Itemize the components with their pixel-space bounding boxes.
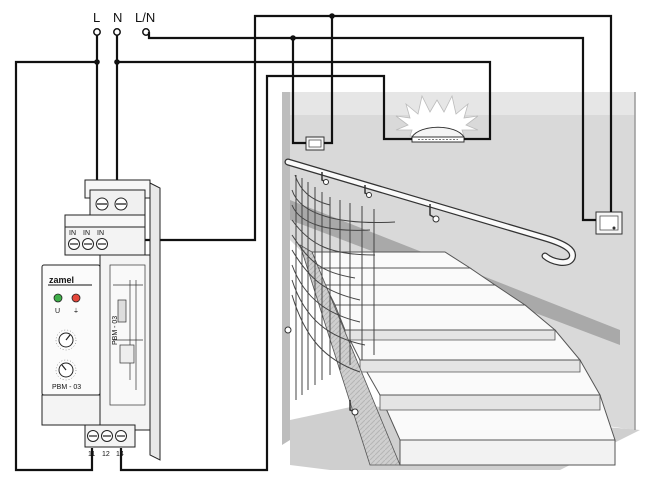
din-rail-device: IN IN IN PBM - 03 zamel (41, 179, 161, 461)
relay-symbol-icon: ⏚ (73, 308, 79, 315)
mode-adjust-knob-icon[interactable] (55, 359, 77, 381)
device-brand: zamel (49, 275, 74, 285)
stairwell-scene (282, 92, 640, 470)
wall-handrail (284, 158, 576, 416)
push-button-switch-icon (305, 136, 325, 151)
side-wall (282, 92, 290, 445)
supply-terminal-block (84, 179, 151, 216)
led-relay-icon (71, 293, 81, 303)
wire-ln (147, 32, 596, 222)
led-u-label: U (55, 308, 60, 315)
wire-switch-to-in (100, 14, 613, 242)
output-terminal-label-12: 12 (102, 451, 110, 458)
device-side-panel (109, 264, 146, 406)
staircase (299, 244, 616, 466)
terminal-n-icon (113, 28, 121, 36)
terminal-l-icon (93, 28, 101, 36)
output-terminal-block: 11 12 14 (84, 424, 136, 458)
input-terminal-label-1: IN (69, 230, 76, 237)
upper-wall-band (290, 92, 635, 115)
terminal-label-ln: L/N (135, 10, 155, 25)
wiring (14, 13, 613, 472)
time-adjust-knob-icon[interactable] (55, 329, 77, 351)
input-terminal-label-3: IN (97, 230, 104, 237)
device-model: PBM - 03 (52, 384, 81, 391)
balustrade (291, 174, 396, 400)
supply-terminals: L N L/N (93, 10, 155, 36)
input-terminal-label-2: IN (83, 230, 90, 237)
wire-n-to-lamp (117, 60, 492, 141)
device-side-label: PBM - 03 (112, 316, 119, 345)
terminal-label-l: L (93, 10, 100, 25)
led-power-icon (53, 293, 63, 303)
push-button-switch-icon (595, 211, 623, 235)
terminal-label-n: N (113, 10, 122, 25)
ceiling-lamp-icon (395, 94, 479, 143)
input-terminal-block: IN IN IN (64, 214, 146, 256)
wire-switch-small-b (324, 16, 334, 145)
output-terminal-label-11: 11 (88, 451, 95, 458)
wire-switch-small-a (291, 38, 306, 145)
device-front-panel: zamel U ⏚ PBM - 03 (41, 264, 101, 426)
output-terminal-label-14: 14 (116, 451, 124, 458)
wire-lamp-to-14 (119, 74, 412, 472)
wire-l-to-11 (14, 60, 97, 472)
